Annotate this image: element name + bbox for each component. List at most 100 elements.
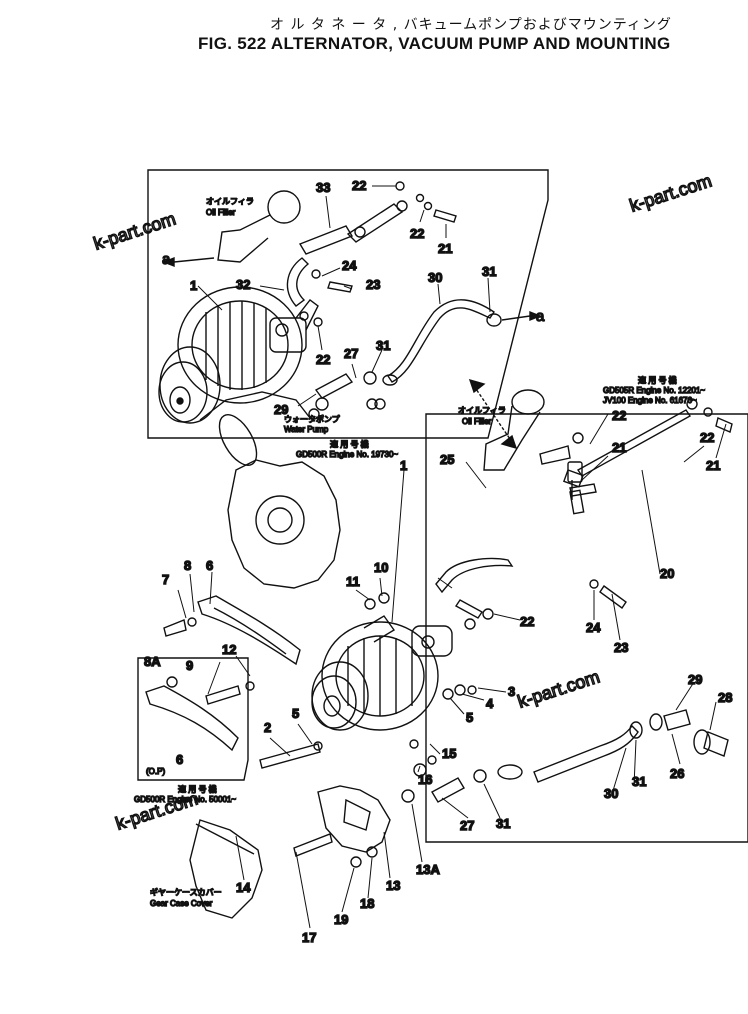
callout-13: 13 [386, 878, 400, 893]
alternator-top [158, 286, 319, 424]
arrow-a-label: a [536, 308, 545, 325]
callout-21: 21 [438, 241, 452, 256]
callout-22: 22 [612, 408, 626, 423]
oil-filler-right: オイルフィラ Oil Filler [457, 389, 545, 471]
callout-22: 22 [352, 178, 366, 193]
gear-case-jp-label: ギヤーケースカバー [150, 888, 222, 897]
callout-7: 7 [162, 572, 169, 587]
oil-filler-label: Oil Filler [206, 208, 236, 217]
water-pump-jp-label: ウォータポンプ [284, 415, 340, 424]
inset-left-frame [137, 657, 249, 781]
callout-21: 21 [612, 440, 626, 455]
hose-27-main [431, 764, 523, 803]
callout-5: 5 [292, 706, 299, 721]
callout-14: 14 [236, 880, 251, 895]
callout-22: 22 [700, 430, 714, 445]
callout-16: 16 [418, 772, 432, 787]
inset-left-applies-label: 適 用 号 機 [178, 784, 217, 794]
callout-18: 18 [360, 896, 374, 911]
vacuum-tube-20 [539, 398, 733, 609]
adjusting-plate-6 [197, 595, 301, 666]
inset-right-frame [425, 413, 748, 843]
callout-6: 6 [206, 558, 213, 573]
watermark: k-part.com [91, 209, 178, 254]
callout-33: 33 [316, 180, 330, 195]
callout-5: 5 [466, 710, 473, 725]
inset-link-arrow [468, 378, 518, 450]
vacuum-hose-27-top [308, 371, 377, 420]
callout-22: 22 [520, 614, 534, 629]
water-pump: ウォータポンプ Water Pump [199, 391, 341, 589]
oil-filler-jp-label: オイルフィラ [206, 197, 254, 206]
callout-31: 31 [376, 338, 390, 353]
callout-28: 28 [718, 690, 732, 705]
inset-right-engine-1-label: GD505R Engine No. 12201~ [603, 386, 705, 395]
callout-labels: 33 22 22 21 24 23 32 1 22 30 31 27 31 29… [143, 177, 733, 945]
oil-filler-top: オイルフィラ Oil Filler [205, 190, 301, 263]
callout-19: 19 [334, 912, 348, 927]
callout-22: 22 [316, 352, 330, 367]
callout-11: 11 [346, 574, 360, 589]
callout-31: 31 [632, 774, 646, 789]
vacuum-pipe-30-top: a [382, 299, 546, 386]
oil-filler-jp-label: オイルフィラ [458, 406, 506, 415]
figure-title: FIG. 522 ALTERNATOR, VACUUM PUMP AND MOU… [198, 34, 671, 53]
callout-8: 8 [184, 558, 191, 573]
inset-right-applies-label: 適 用 号 機 [638, 375, 677, 385]
callout-4: 4 [486, 696, 494, 711]
arrow-a-label: a [162, 251, 171, 268]
vacuum-pipe-30-right [533, 709, 729, 783]
inset-top-applies-label: 適 用 号 機 [330, 439, 369, 449]
callout-30: 30 [604, 786, 618, 801]
inset-left-engine-label: GD500R Engine No. 50001~ [134, 795, 236, 804]
vacuum-hose-top [286, 181, 457, 327]
callout-17: 17 [302, 930, 316, 945]
bracket-13 [317, 739, 437, 853]
callout-22: 22 [410, 226, 424, 241]
callout-29: 29 [688, 672, 702, 687]
figure-title-japanese: オ ル タ ネ ー タ , バキュームポンプおよびマウンティング [270, 17, 672, 33]
adjusting-plate-8a [145, 676, 239, 752]
callout-26: 26 [670, 766, 684, 781]
callout-1: 1 [400, 458, 407, 473]
callout-2: 2 [264, 720, 271, 735]
callout-30: 30 [428, 270, 442, 285]
callout-24: 24 [586, 620, 601, 635]
water-pump-label: Water Pump [284, 425, 329, 434]
callout-13a: 13A [416, 862, 440, 877]
callout-15: 15 [442, 746, 456, 761]
callout-25: 25 [440, 452, 454, 467]
callout-27: 27 [344, 346, 358, 361]
small-fasteners [163, 398, 597, 868]
inset-right-engine-2-label: JV100 Engine No. 61676~ [603, 396, 697, 405]
callout-1: 1 [190, 278, 197, 293]
callout-6: 6 [176, 752, 183, 767]
leader-lines [177, 185, 727, 929]
callout-23: 23 [614, 640, 628, 655]
callout-21: 21 [706, 458, 720, 473]
inset-left-op-label: (O.P) [146, 767, 165, 776]
gear-case-cover [189, 819, 263, 919]
callout-29: 29 [274, 402, 288, 417]
gear-case-label: Gear Case Cover [150, 899, 213, 908]
callout-12: 12 [222, 642, 236, 657]
oil-filler-label: Oil Filler [462, 417, 492, 426]
callout-31: 31 [496, 816, 510, 831]
callout-32: 32 [236, 277, 250, 292]
callout-23: 23 [366, 277, 380, 292]
callout-24: 24 [342, 258, 357, 273]
callout-27: 27 [460, 818, 474, 833]
inset-top-frame [147, 169, 549, 439]
callout-8a: 8A [144, 654, 161, 669]
alternator-main [311, 615, 453, 731]
callout-20: 20 [660, 566, 674, 581]
hose-25 [435, 557, 514, 630]
watermark: k-part.com [627, 171, 714, 216]
callout-9: 9 [186, 658, 193, 673]
callout-10: 10 [374, 560, 388, 575]
callout-31: 31 [482, 264, 496, 279]
inset-top-engine-label: GD500R Engine No. 19730~ [296, 450, 398, 459]
watermark: k-part.com [515, 667, 602, 712]
callout-3: 3 [508, 684, 515, 699]
